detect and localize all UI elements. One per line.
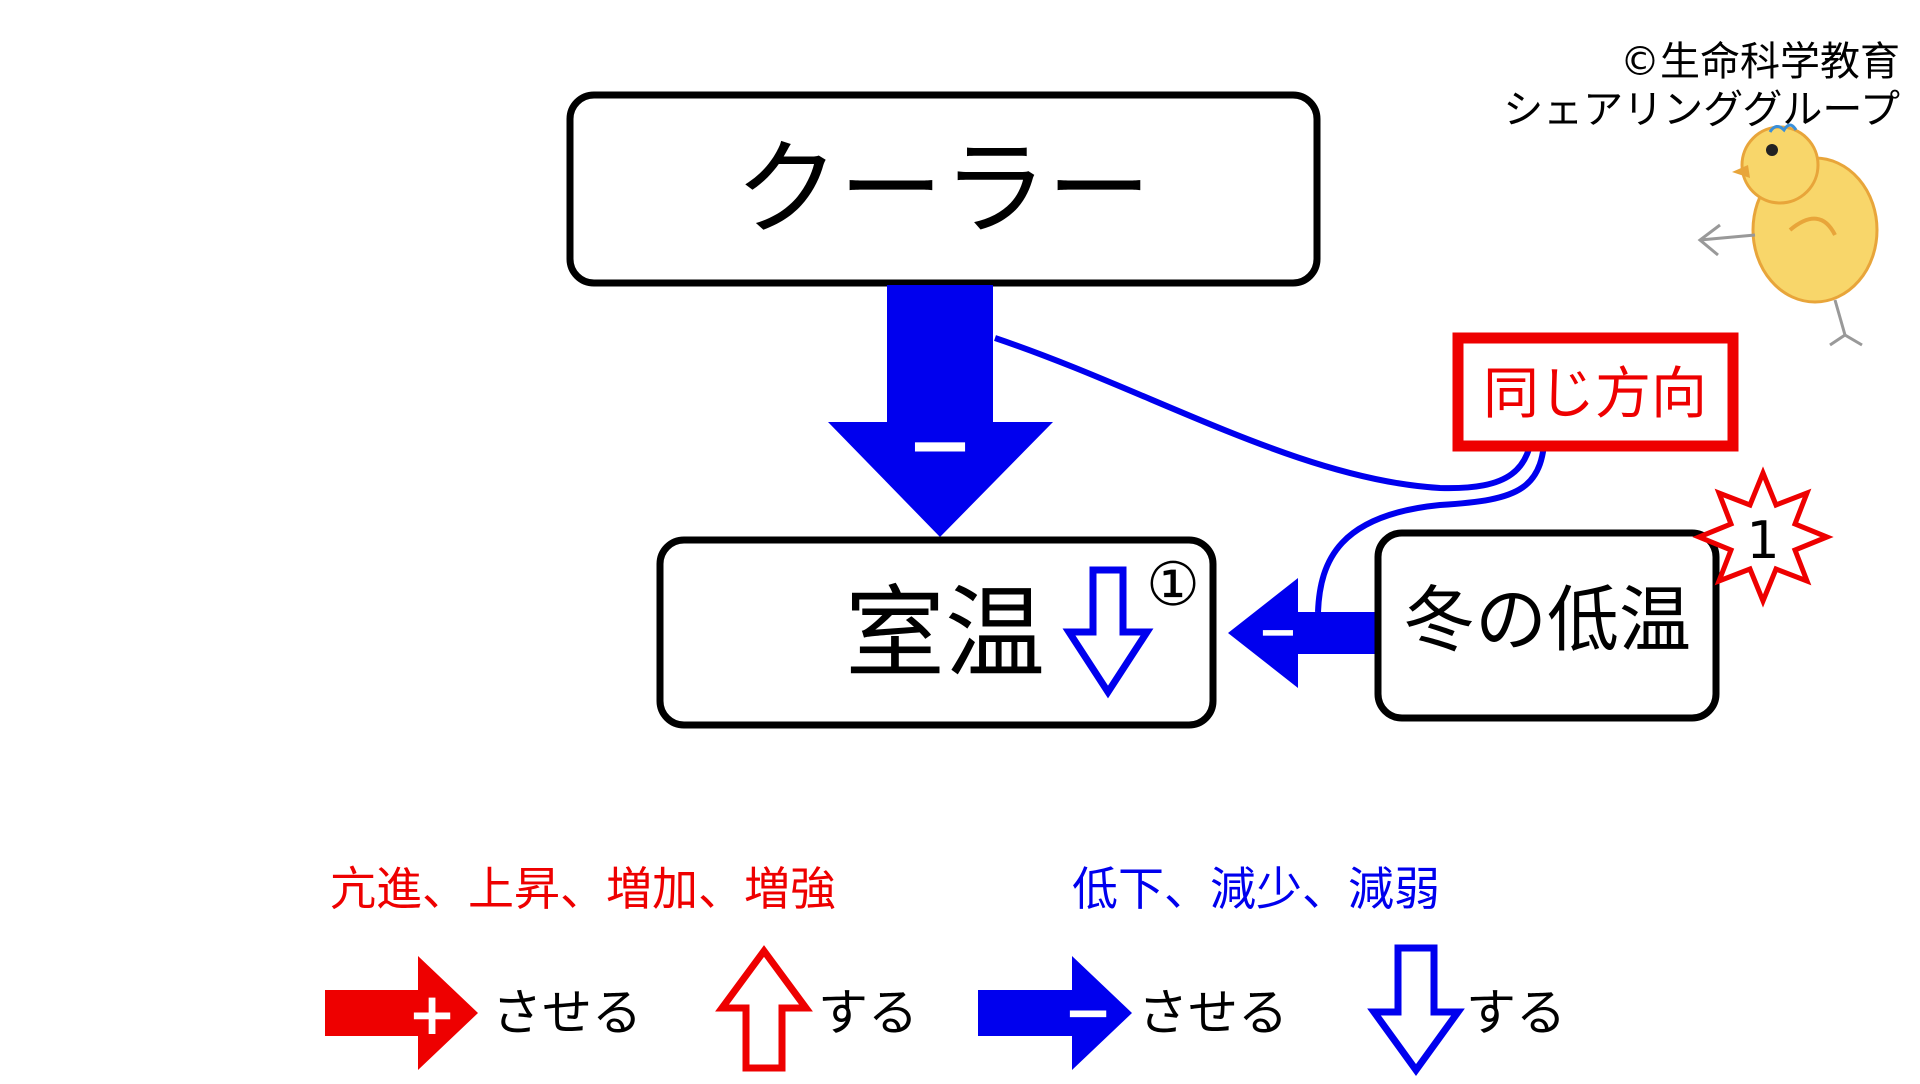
legend-plus-sign: + bbox=[408, 980, 457, 1048]
copyright-line-1: ©生命科学教育 bbox=[1620, 39, 1900, 85]
callout-same-direction: 同じ方向 bbox=[1452, 332, 1739, 452]
edge-cooler-to-room: − bbox=[828, 285, 1053, 537]
legend-down-text: する bbox=[1466, 984, 1566, 1042]
legend-down-arrow: する bbox=[1367, 944, 1566, 1076]
down-arrow-icon bbox=[1367, 944, 1465, 1076]
burst-badge-label: 1 bbox=[1746, 511, 1779, 571]
node-cooler: クーラー bbox=[566, 91, 1321, 287]
node-room-temp: 室温 ① bbox=[656, 536, 1217, 729]
callout-label: 同じ方向 bbox=[1483, 362, 1707, 427]
down-arrow-icon bbox=[1062, 566, 1154, 699]
legend-plus-text: させる bbox=[492, 984, 642, 1042]
edge-cooler-sign: − bbox=[906, 398, 973, 491]
legend-up-arrow: する bbox=[715, 945, 918, 1072]
legend-minus-sign: − bbox=[1064, 978, 1113, 1046]
burst-badge: 1 bbox=[1692, 466, 1834, 608]
starburst-icon bbox=[1692, 466, 1834, 608]
legend-decrease-words: 低下、減少、減弱 bbox=[1072, 862, 1440, 916]
node-room-temp-label: 室温 bbox=[845, 575, 1045, 692]
connector-curve-winter bbox=[1315, 424, 1548, 613]
legend-up-text: する bbox=[818, 984, 918, 1042]
legend-minus-text: させる bbox=[1138, 984, 1288, 1042]
up-arrow-icon bbox=[715, 945, 813, 1072]
node-cooler-label: クーラー bbox=[735, 128, 1151, 250]
copyright-line-2: シェアリンググループ bbox=[1503, 87, 1900, 133]
chick-icon bbox=[1697, 123, 1879, 347]
legend-increase-words: 亢進、上昇、増加、増強 bbox=[330, 862, 836, 916]
node-winter-low-temp: 冬の低温 bbox=[1374, 529, 1720, 722]
node-room-temp-marker: ① bbox=[1146, 550, 1200, 620]
node-winter-label: 冬の低温 bbox=[1403, 578, 1691, 662]
legend-minus-arrow: − させる bbox=[978, 956, 1288, 1070]
connector-curve-cooler bbox=[994, 335, 1536, 492]
edge-winter-to-room: − bbox=[1228, 578, 1378, 688]
legend-plus-arrow: + させる bbox=[325, 956, 642, 1070]
edge-winter-sign: − bbox=[1258, 604, 1298, 660]
